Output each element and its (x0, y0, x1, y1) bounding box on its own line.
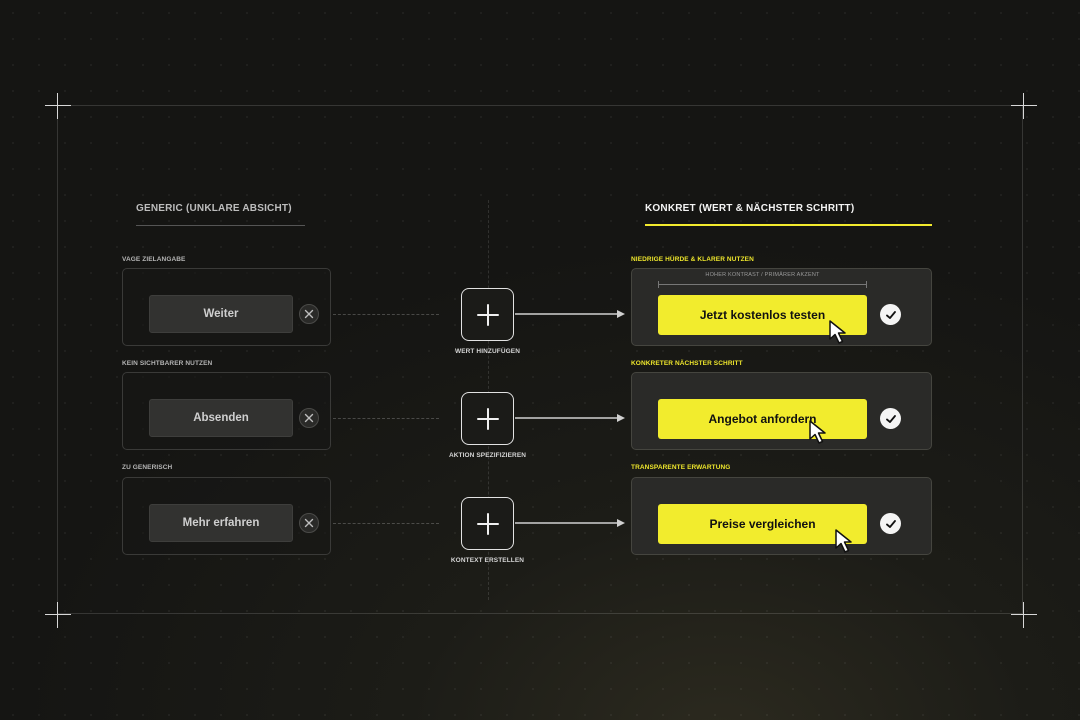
generic-row-label: ZU GENERISCH (122, 464, 173, 471)
generic-row-label: VAGE ZIELANGABE (122, 256, 186, 263)
check-icon (880, 513, 901, 534)
concrete-row-label: TRANSPARENTE ERWARTUNG (631, 464, 731, 471)
generic-column-rule (136, 225, 305, 226)
concrete-column-rule (645, 224, 932, 226)
concrete-row-label: KONKRETER NÄCHSTER SCHRITT (631, 360, 743, 367)
corner-crosshair-top-right (1011, 93, 1037, 119)
close-icon (299, 304, 319, 324)
dimension-bar (658, 281, 867, 288)
plus-icon (461, 497, 514, 550)
check-icon (880, 408, 901, 429)
corner-crosshair-bottom-left (45, 602, 71, 628)
cursor-icon (829, 320, 846, 344)
concrete-card: Preise vergleichen (631, 477, 932, 555)
concrete-card: Angebot anfordern (631, 372, 932, 450)
operation-label: WERT HINZUFÜGEN (454, 348, 521, 355)
operation-label: AKTION SPEZIFIZIEREN (448, 452, 527, 459)
generic-column-title: GENERIC (UNKLARE ABSICHT) (136, 203, 292, 214)
cursor-icon (809, 420, 826, 444)
arrow-right-icon (515, 414, 625, 422)
cta-button[interactable]: Angebot anfordern (658, 399, 867, 439)
check-icon (880, 304, 901, 325)
frame-border (57, 105, 1023, 614)
dashed-connector (333, 418, 439, 419)
plus-icon (461, 288, 514, 341)
cta-button[interactable]: Preise vergleichen (658, 504, 867, 544)
concrete-row-label: NIEDRIGE HÜRDE & KLARER NUTZEN (631, 256, 754, 263)
concrete-card: HOHER KONTRAST / PRIMÄRER AKZENT Jetzt k… (631, 268, 932, 346)
generic-button[interactable]: Weiter (149, 295, 293, 333)
generic-button[interactable]: Mehr erfahren (149, 504, 293, 542)
corner-crosshair-bottom-right (1011, 602, 1037, 628)
arrow-right-icon (515, 519, 625, 527)
close-icon (299, 513, 319, 533)
generic-button[interactable]: Absenden (149, 399, 293, 437)
cta-button[interactable]: Jetzt kostenlos testen (658, 295, 867, 335)
dashed-connector (333, 314, 439, 315)
cursor-icon (835, 529, 852, 553)
arrow-right-icon (515, 310, 625, 318)
generic-row-label: KEIN SICHTBARER NUTZEN (122, 360, 213, 367)
concrete-column-title: KONKRET (WERT & NÄCHSTER SCHRITT) (645, 203, 855, 214)
generic-card: Weiter (122, 268, 331, 346)
plus-icon (461, 392, 514, 445)
operation-label: KONTEXT ERSTELLEN (450, 557, 525, 564)
dashed-connector (333, 523, 439, 524)
generic-card: Absenden (122, 372, 331, 450)
close-icon (299, 408, 319, 428)
corner-crosshair-top-left (45, 93, 71, 119)
annotation-label: HOHER KONTRAST / PRIMÄRER AKZENT (658, 272, 867, 278)
generic-card: Mehr erfahren (122, 477, 331, 555)
